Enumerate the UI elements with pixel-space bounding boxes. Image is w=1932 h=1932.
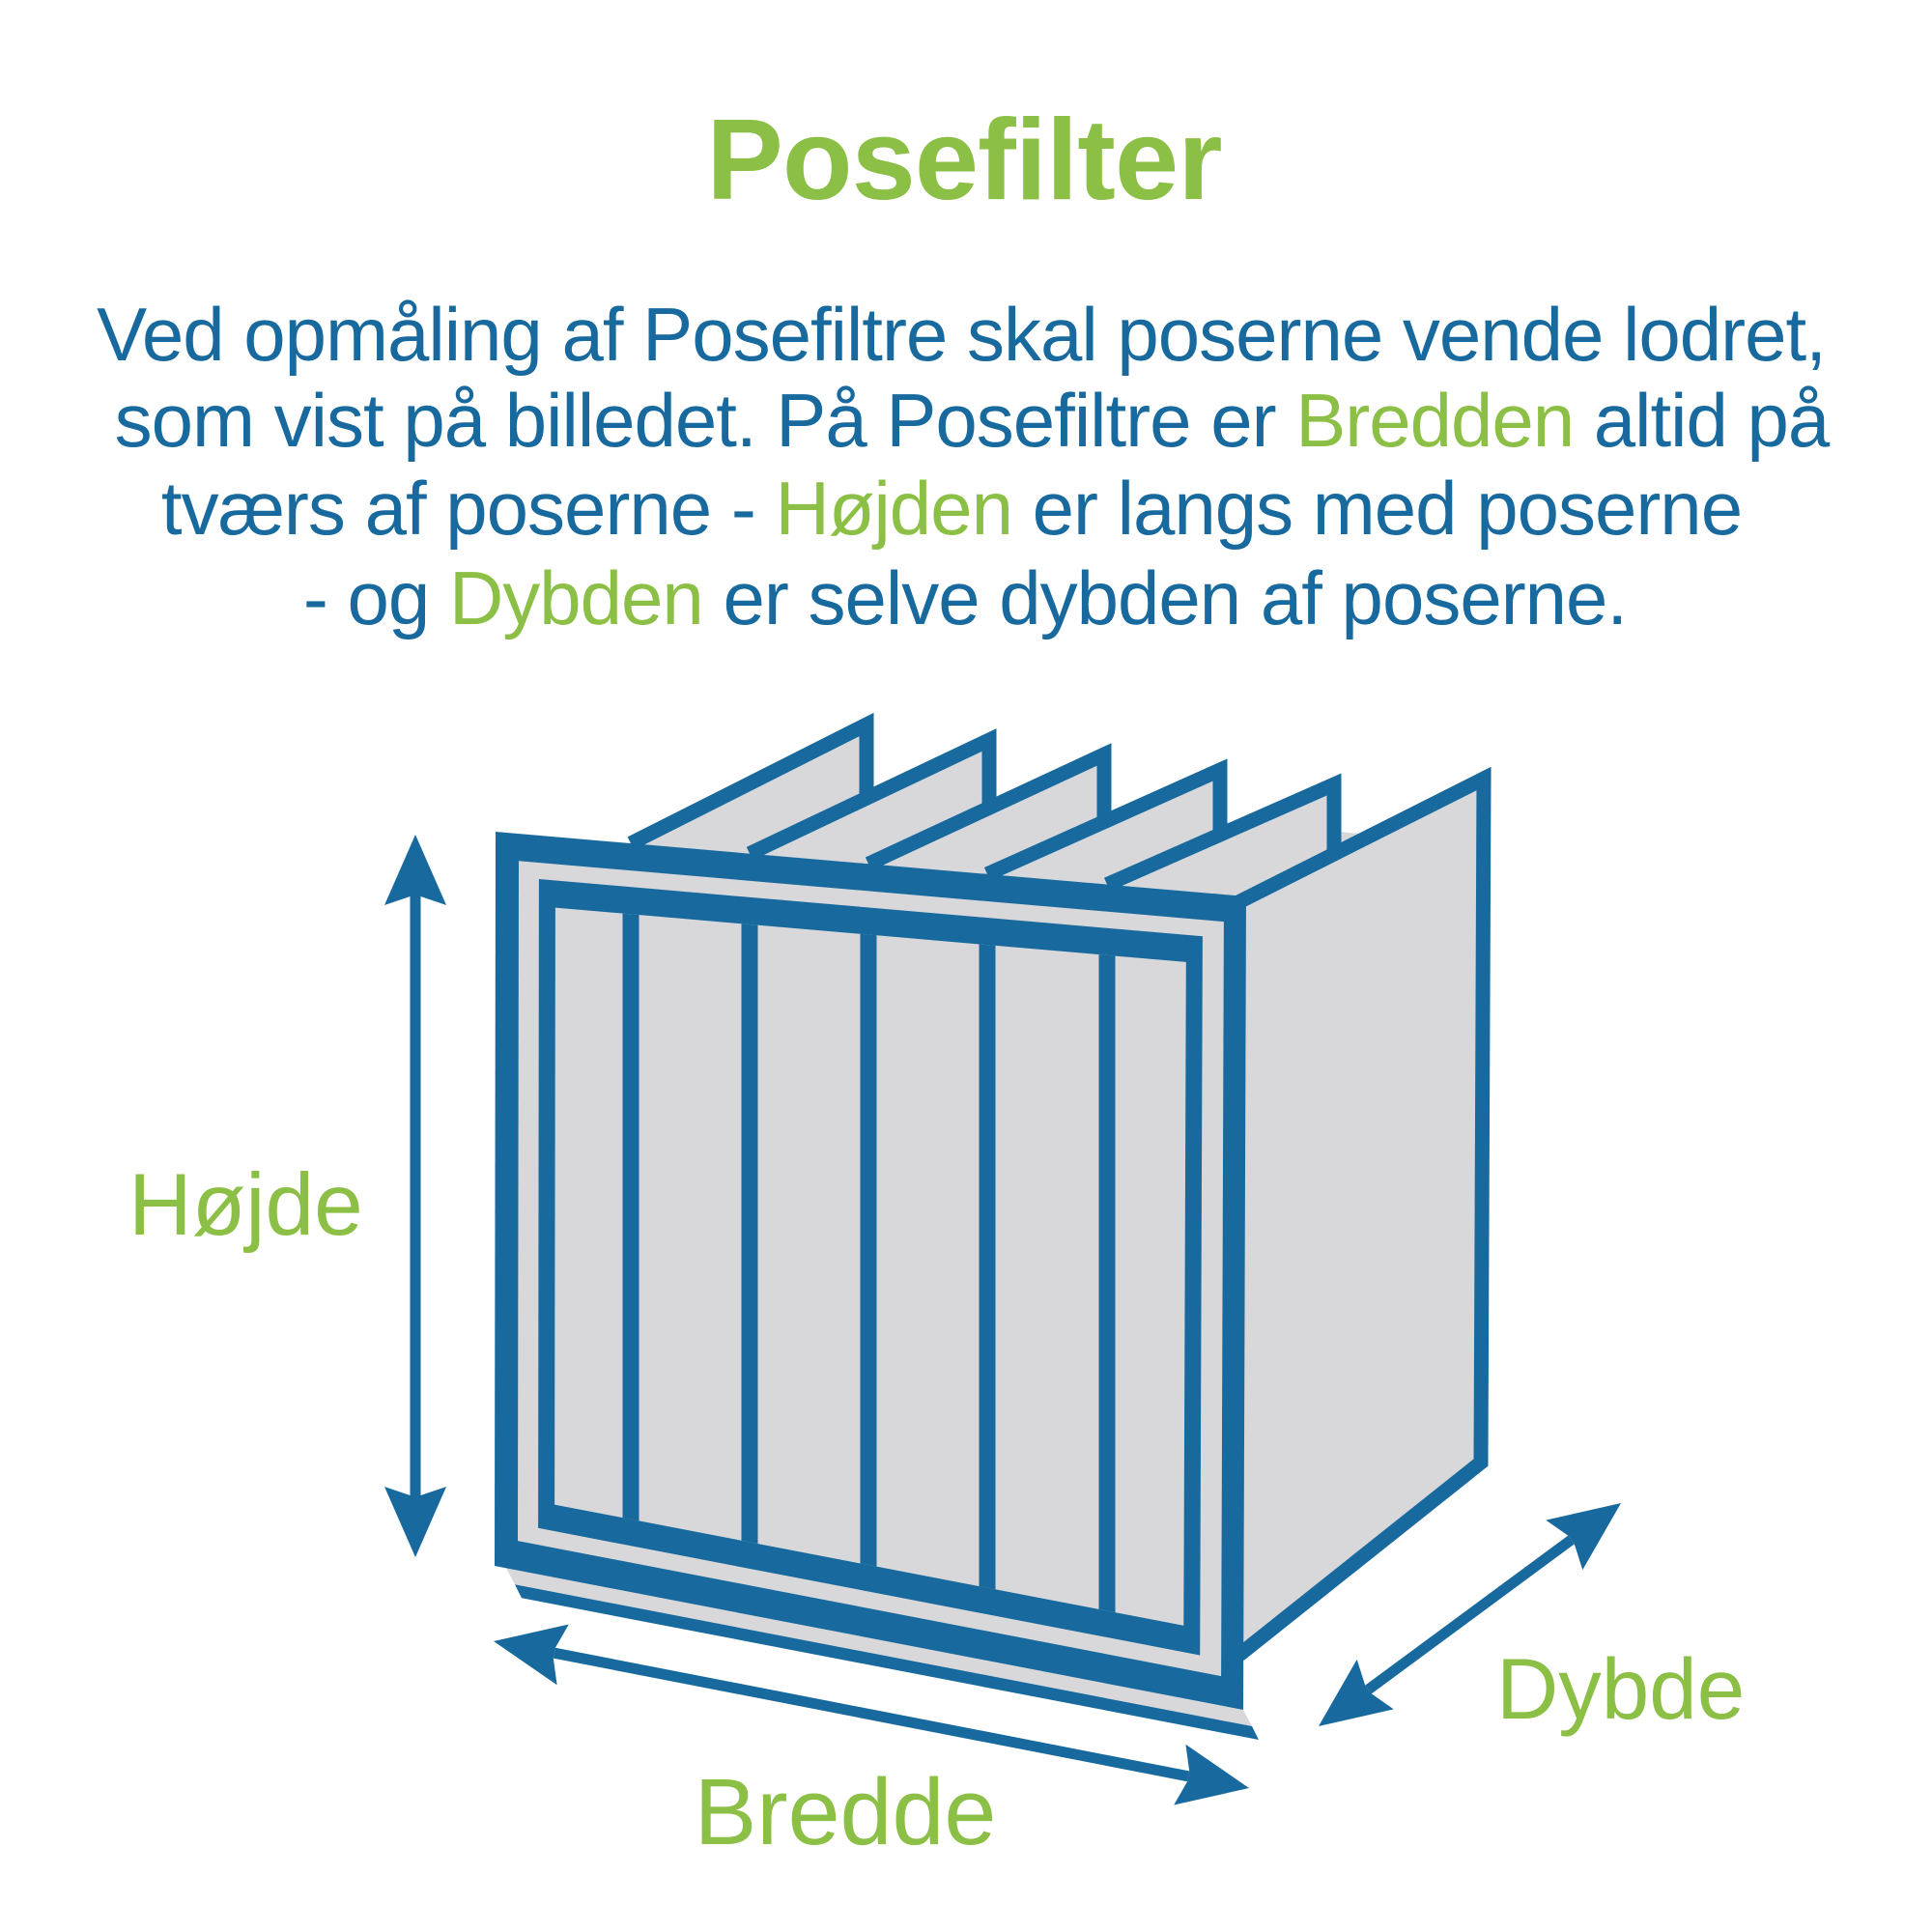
svg-text:Bredde: Bredde (695, 1759, 997, 1864)
svg-text:Ved opmåling af Posefiltre ska: Ved opmåling af Posefiltre skal poserne … (97, 292, 1826, 377)
svg-text:Højde: Højde (128, 1156, 363, 1254)
svg-text:Dybde: Dybde (1496, 1640, 1745, 1737)
svg-text:Posefilter: Posefilter (706, 96, 1221, 224)
svg-text:tværs af poserne - Højden er l: tværs af poserne - Højden er langs med p… (161, 466, 1742, 551)
svg-text:som vist på billedet. På Posef: som vist på billedet. På Posefiltre er B… (115, 378, 1831, 463)
svg-text:- og Dybden er selve dybden af: - og Dybden er selve dybden af poserne. (303, 555, 1627, 640)
